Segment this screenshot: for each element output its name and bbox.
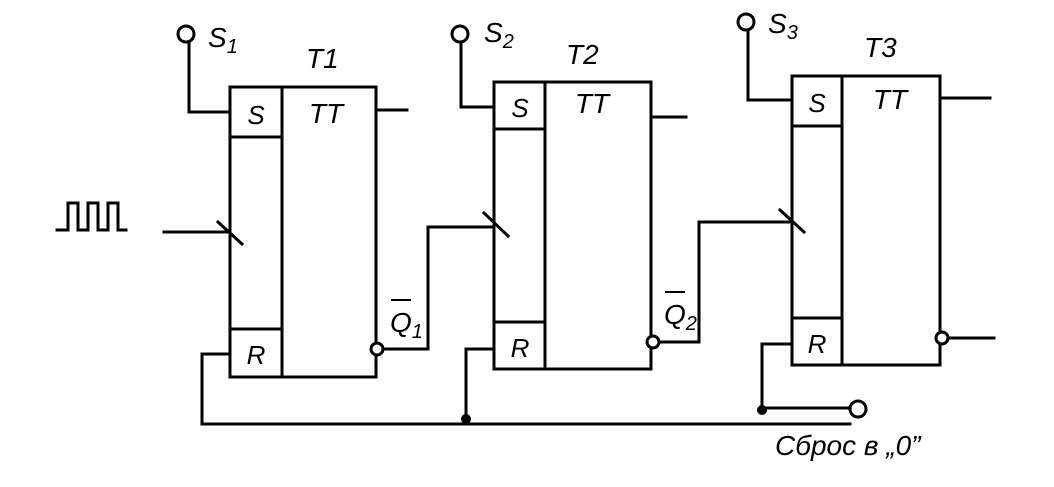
s1-terminal[interactable] [176, 24, 196, 44]
wire-q1-to-t2-clock [381, 225, 496, 351]
flipflop-t1: S R TT T1 S1 [162, 22, 409, 379]
q2-bar-label: Q2 [664, 291, 697, 335]
flipflop-t3-name: T3 [864, 32, 897, 63]
flipflop-t2: S R TT T2 S2 [450, 17, 688, 371]
s2-terminal[interactable] [450, 24, 470, 44]
reset-junction-2 [757, 405, 767, 415]
flipflop-t2-reset-label: R [511, 333, 530, 363]
flipflop-t3-reset-cell [790, 316, 844, 367]
flipflop-t3-reset-label: R [808, 329, 827, 359]
s3-terminal[interactable] [736, 12, 756, 32]
flipflop-t1-type-label: TT [309, 98, 345, 129]
clock-pulse-icon [55, 201, 128, 232]
flipflop-t3: S R TT T3 S3 [736, 8, 996, 367]
flipflop-t3-set-label: S [808, 88, 826, 118]
s2-label: S2 [484, 17, 514, 53]
flipflop-t1-reset-label: R [247, 340, 266, 370]
s1-label: S1 [208, 22, 238, 58]
svg-text:Q1: Q1 [390, 307, 423, 343]
reset-bus [200, 342, 852, 426]
svg-text:Q2: Q2 [664, 299, 697, 335]
flipflop-t2-reset-cell [492, 320, 547, 371]
flipflop-t2-inverted-output [645, 334, 661, 350]
flipflop-t2-set-label: S [511, 93, 529, 123]
flipflop-t3-type-label: TT [873, 84, 909, 115]
flipflop-t2-name: T2 [566, 39, 599, 70]
reset-label: Сброс в „0” [775, 430, 922, 461]
reset-junction-1 [461, 414, 471, 424]
flipflop-t3-set-cell [790, 74, 844, 128]
reset-terminal[interactable] [848, 399, 868, 419]
s3-label: S3 [768, 8, 798, 44]
q1-bar-label: Q1 [390, 299, 423, 343]
flipflop-t2-type-label: TT [575, 88, 611, 119]
flipflop-t1-name: T1 [306, 43, 339, 74]
flipflop-t2-set-cell [492, 80, 547, 131]
flipflop-t3-inverted-output [934, 330, 950, 346]
flipflop-t1-inverted-output [369, 341, 385, 357]
wire-q2-to-t3-clock [657, 220, 794, 344]
flipflop-t1-set-label: S [247, 100, 265, 130]
